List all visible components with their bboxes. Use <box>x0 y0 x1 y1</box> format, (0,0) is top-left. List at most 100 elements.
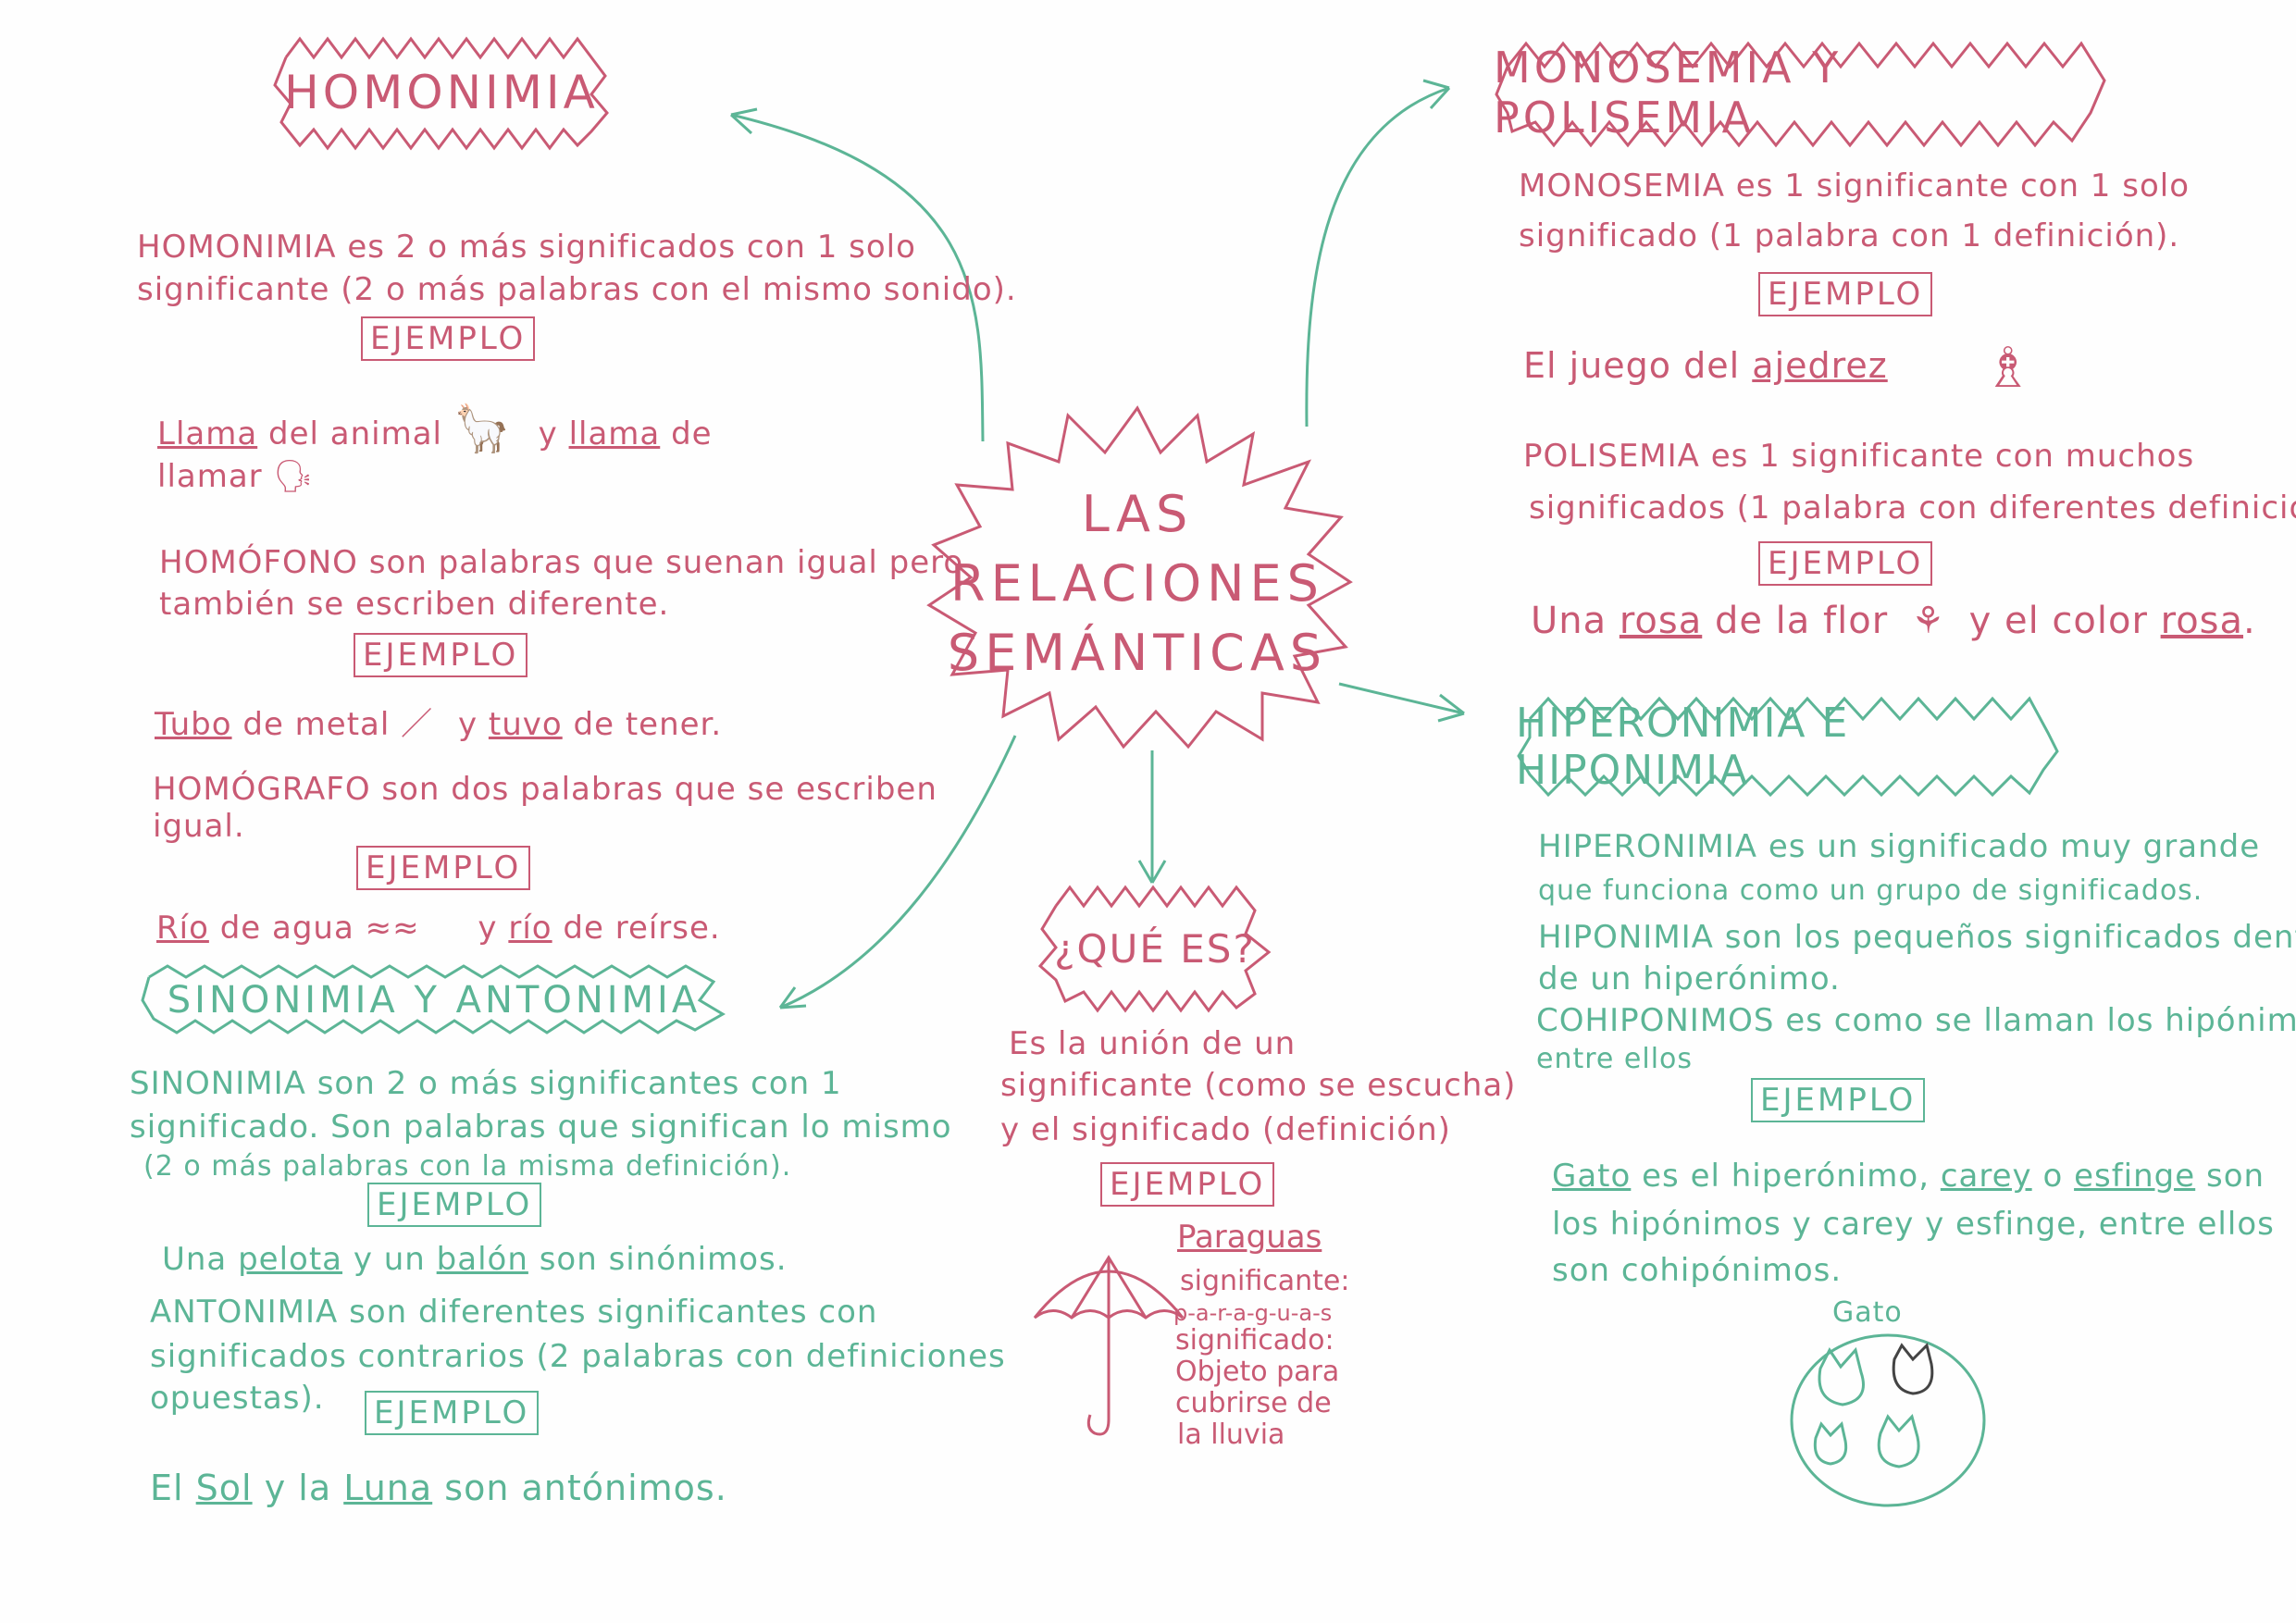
example-text: y un <box>353 1241 426 1278</box>
hiperonimia-line2: que funciona como un grupo de significad… <box>1538 874 2203 907</box>
example-word: carey <box>1940 1158 2032 1195</box>
umbrella-drawing-icon <box>1033 1255 1185 1436</box>
jagged-star-outline <box>926 405 1353 750</box>
arrow-to-sinonimia <box>778 735 1017 1010</box>
example-word: esfinge <box>2074 1158 2196 1195</box>
homonimia-example-2: Tubo de metal ／ y tuvo de tener. <box>155 703 722 746</box>
que-es-def-line3: y el significado (definición) <box>1000 1111 1451 1148</box>
hiperonimia-line4: de un hiperónimo. <box>1538 960 1841 997</box>
paraguas-word: Paraguas <box>1177 1221 1322 1253</box>
example-text: son sinónimos. <box>539 1241 788 1278</box>
example-word: rosa <box>2160 600 2244 642</box>
que-es-title: ¿QUÉ ES? <box>1037 883 1272 1015</box>
homonimia-example-1b: llamar 🗣 <box>157 455 315 498</box>
paraguas-line: significado: <box>1175 1324 1334 1357</box>
homografo-line1: HOMÓGRAFO son dos palabras que se escrib… <box>153 771 937 808</box>
example-word: llama <box>568 415 661 452</box>
que-es-title-text: ¿QUÉ ES? <box>1054 926 1256 972</box>
antonimia-line1: ANTONIMIA son diferentes significantes c… <box>150 1294 878 1331</box>
hiperonimia-line5: COHIPONIMOS es como se llaman los hipóni… <box>1536 1002 2296 1039</box>
homofono-line1: HOMÓFONO son palabras que suenan igual p… <box>159 544 964 581</box>
ejemplo-label: EJEMPLO <box>1758 272 1933 316</box>
example-word: Paraguas <box>1177 1219 1322 1256</box>
example-text: de tener. <box>573 706 723 743</box>
example-word: Tubo <box>155 706 232 743</box>
example-word: Sol <box>195 1468 253 1508</box>
sinonimia-def-line2: significado. Son palabras que significan… <box>130 1109 952 1146</box>
example-text: El <box>150 1468 184 1508</box>
homonimia-title: HOMONIMIA <box>272 30 611 155</box>
example-text: es el hiperónimo, <box>1642 1158 1930 1195</box>
example-text: y la <box>264 1468 332 1508</box>
arrow-to-que-es <box>1137 750 1167 884</box>
llama-animal-drawing-icon: 🦙 <box>453 402 513 455</box>
example-text: de reírse. <box>563 910 721 947</box>
example-text: Una <box>1531 600 1607 642</box>
polisemia-example: Una rosa de la flor ⚘ y el color rosa. <box>1531 600 2256 642</box>
sinonimia-title-text: SINONIMIA Y ANTONIMIA <box>167 979 701 1022</box>
hiperonimia-example-line2: los hipónimos y carey y esfinge, entre e… <box>1552 1206 2275 1243</box>
example-text: de la flor <box>1714 600 1889 642</box>
example-text: de metal <box>242 706 391 743</box>
hiperonimia-title: HIPERONIMIA E HIPONIMIA <box>1516 691 2060 802</box>
example-text: y <box>457 706 478 743</box>
jagged-frame <box>273 36 609 151</box>
example-text: o <box>2042 1158 2064 1195</box>
example-text: y <box>478 910 498 947</box>
example-text: son <box>2206 1158 2265 1195</box>
central-title-line1: LAS <box>1081 485 1194 543</box>
chess-bishop-drawing-icon: ♗ <box>1982 335 2034 401</box>
jagged-frame <box>141 964 726 1035</box>
homonimia-def-line2: significante (2 o más palabras con el mi… <box>137 271 1017 308</box>
sinonimia-def-line3: (2 o más palabras con la misma definició… <box>143 1150 792 1183</box>
homofono-line2: también se escriben diferente. <box>159 586 670 623</box>
ejemplo-label: EJEMPLO <box>361 316 536 361</box>
sinonimia-def-line1: SINONIMIA son 2 o más significantes con … <box>130 1065 842 1102</box>
paraguas-line: Objeto para <box>1175 1356 1340 1388</box>
example-word: balón <box>436 1241 528 1278</box>
gato-label: Gato <box>1832 1296 1903 1329</box>
example-word: Llama <box>157 415 258 452</box>
homonimia-example-3: Río de agua ≈≈ y río de reírse. <box>156 907 721 949</box>
example-word: Gato <box>1552 1158 1632 1195</box>
hiperonimia-example-line1: Gato es el hiperónimo, carey o esfinge s… <box>1552 1155 2265 1197</box>
monosemia-example: El juego del ajedrez ♗ <box>1523 335 2034 401</box>
jagged-frame <box>1495 41 2106 148</box>
ejemplo-label: EJEMPLO <box>365 1391 540 1435</box>
ejemplo-label: EJEMPLO <box>367 1183 542 1227</box>
flower-drawing-icon: ⚘ <box>1911 600 1946 642</box>
hiperonimia-example-line3: son cohipónimos. <box>1552 1252 1843 1289</box>
example-word: Río <box>156 910 209 947</box>
example-word: pelota <box>238 1241 343 1278</box>
example-text: y <box>538 415 558 452</box>
monosemia-def-line2: significado (1 palabra con 1 definición)… <box>1519 217 2180 254</box>
example-text: y el color <box>1968 600 2148 642</box>
example-text: El juego del <box>1523 345 1741 386</box>
homografo-line2: igual. <box>153 808 245 845</box>
example-word: Luna <box>343 1468 433 1508</box>
homonimia-def-line1: HOMONIMIA es 2 o más significados con 1 … <box>137 229 916 266</box>
ejemplo-label: EJEMPLO <box>356 846 531 890</box>
ejemplo-label: EJEMPLO <box>1100 1162 1275 1207</box>
ejemplo-label: EJEMPLO <box>354 633 528 677</box>
example-text: . <box>2243 600 2256 642</box>
polisemia-def-line2: significados (1 palabra con diferentes d… <box>1529 489 2296 527</box>
arrow-to-homonimia <box>729 107 985 442</box>
jagged-frame <box>1037 885 1272 1013</box>
arrow-to-monosemia <box>1305 79 1451 427</box>
example-text: Una <box>162 1241 228 1278</box>
cats-drawing-icon <box>1790 1333 1986 1507</box>
arrow-to-hiperonimia <box>1338 682 1465 723</box>
paraguas-line: significante: <box>1180 1265 1350 1297</box>
hiperonimia-line6: entre ellos <box>1536 1043 1694 1075</box>
central-title-line2: RELACIONES <box>950 554 1324 613</box>
polisemia-def-line1: POLISEMIA es 1 significante con muchos <box>1523 438 2195 475</box>
antonimia-line3: opuestas). <box>150 1380 325 1417</box>
hiperonimia-title-text: HIPERONIMIA E HIPONIMIA <box>1516 700 1850 794</box>
monosemia-title-text: MONOSEMIA Y POLISEMIA <box>1494 42 1843 142</box>
water-waves-drawing-icon: ≈≈ <box>365 910 420 947</box>
example-word: rosa <box>1619 600 1703 642</box>
homonimia-title-text: HOMONIMIA <box>284 65 599 119</box>
